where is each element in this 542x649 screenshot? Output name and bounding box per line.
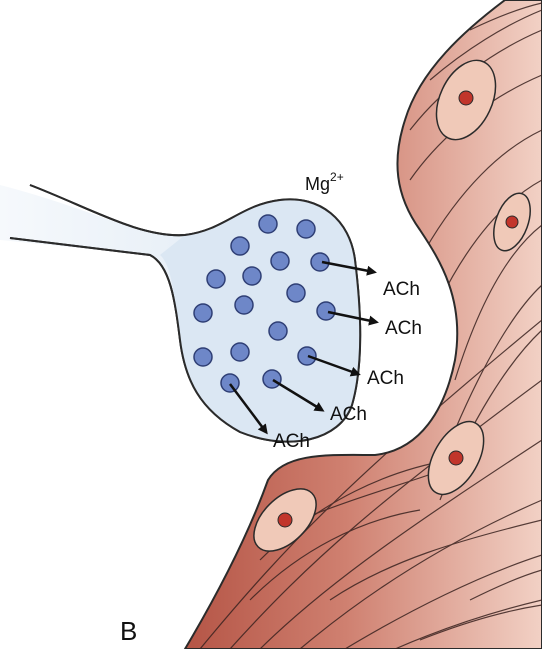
vesicle: [221, 374, 239, 392]
vesicle: [207, 270, 225, 288]
vesicle: [243, 267, 261, 285]
ach-label: ACh: [383, 279, 420, 300]
vesicle: [317, 302, 335, 320]
panel-label: B: [120, 616, 137, 646]
magnesium-ion-label: Mg2+: [305, 170, 344, 194]
vesicle: [287, 284, 305, 302]
vesicle: [269, 322, 287, 340]
ach-label: ACh: [330, 404, 367, 425]
ach-label: ACh: [367, 368, 404, 389]
vesicle: [297, 220, 315, 238]
vesicle: [194, 348, 212, 366]
vesicle: [194, 304, 212, 322]
vesicle: [231, 237, 249, 255]
vesicle: [298, 347, 316, 365]
vesicle: [271, 252, 289, 270]
vesicle: [235, 296, 253, 314]
vesicle: [263, 370, 281, 388]
vesicle: [259, 215, 277, 233]
ach-label: ACh: [273, 431, 310, 452]
vesicle: [231, 343, 249, 361]
ach-label: ACh: [385, 318, 422, 339]
